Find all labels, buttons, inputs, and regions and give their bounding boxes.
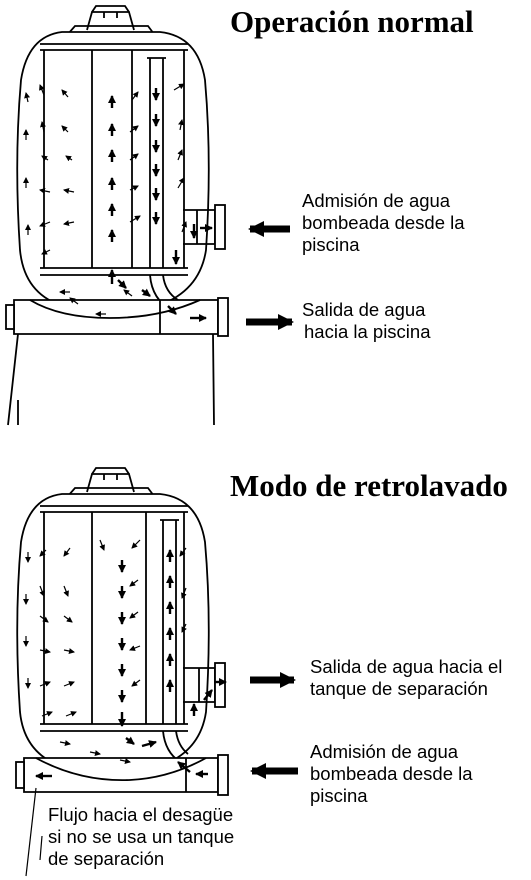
label-line: tanque de separación bbox=[310, 678, 488, 699]
label-line: piscina bbox=[302, 234, 360, 255]
normal-filter-tank bbox=[5, 5, 229, 426]
label-line: bombeada desde la bbox=[302, 212, 465, 233]
label-line: piscina bbox=[310, 785, 368, 806]
label-line: bombeada desde la bbox=[310, 763, 473, 784]
label-line: si no se usa un tanque bbox=[48, 826, 235, 847]
label-line: Admisión de agua bbox=[310, 741, 459, 762]
backwash-intake-label: Admisión de agua bombeada desde la pisci… bbox=[310, 741, 473, 807]
normal-flow-arrows bbox=[23, 83, 187, 317]
backwash-mode-title: Modo de retrolavado bbox=[230, 468, 508, 503]
backwash-drain-label: Flujo hacia el desagüe si no se usa un t… bbox=[48, 804, 234, 870]
label-line: hacia la piscina bbox=[304, 321, 431, 342]
backwash-center-arrows bbox=[35, 549, 227, 780]
backwash-flow-arrows bbox=[23, 539, 187, 764]
label-line: Salida de agua hacia el bbox=[310, 656, 503, 677]
backwash-filter-tank bbox=[15, 467, 229, 796]
label-line: Salida de agua bbox=[302, 299, 426, 320]
label-line: Admisión de agua bbox=[302, 190, 451, 211]
backwash-big-arrows bbox=[250, 672, 298, 779]
label-line: de separación bbox=[48, 848, 165, 869]
label-line: Flujo hacia el desagüe bbox=[48, 804, 234, 825]
normal-center-arrows bbox=[108, 88, 213, 322]
normal-operation-title: Operación normal bbox=[230, 4, 474, 39]
drain-leader-lines bbox=[25, 787, 43, 877]
backwash-outlet-label: Salida de agua hacia el tanque de separa… bbox=[310, 656, 502, 700]
normal-big-arrows bbox=[246, 221, 294, 330]
normal-intake-label: Admisión de agua bombeada desde la pisci… bbox=[302, 190, 465, 256]
normal-outlet-label: Salida de agua hacia la piscina bbox=[302, 299, 431, 343]
